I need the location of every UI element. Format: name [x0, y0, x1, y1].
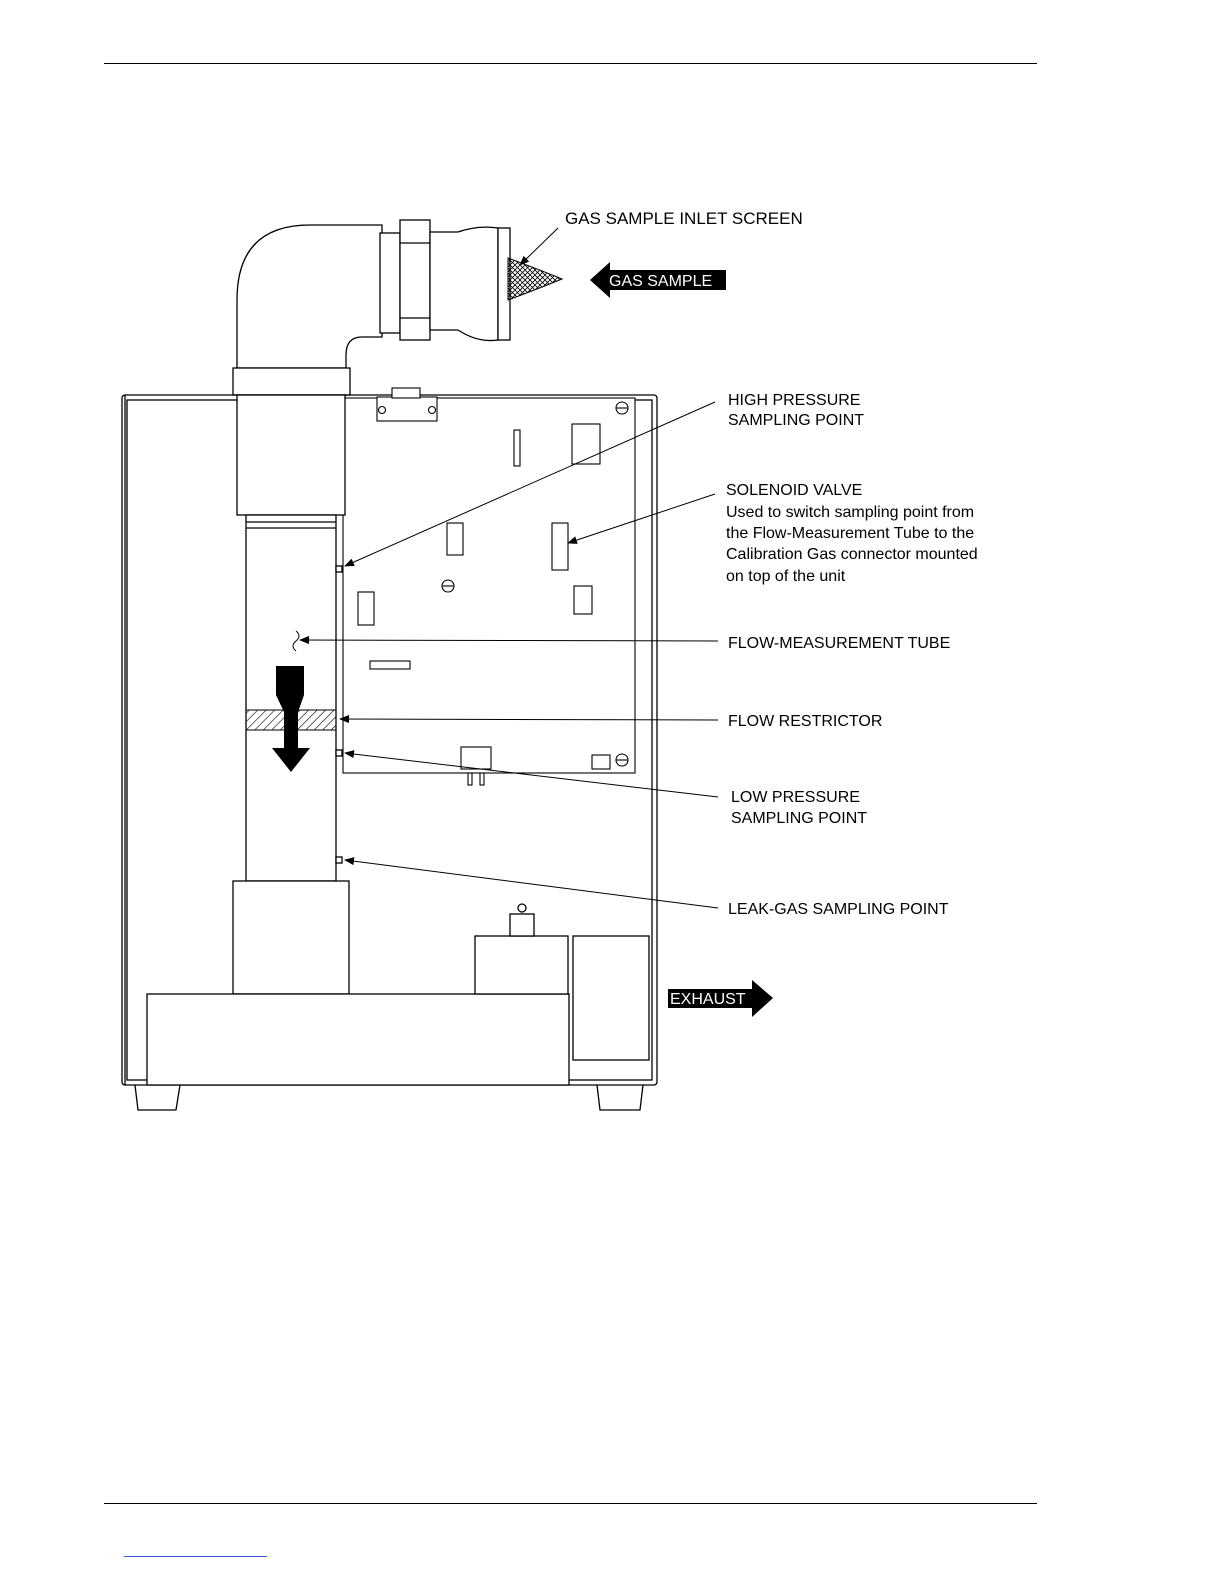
exhaust-tag: EXHAUST: [670, 991, 746, 1008]
label-leak-gas: LEAK-GAS SAMPLING POINT: [728, 901, 949, 918]
label-high-pressure-2: SAMPLING POINT: [728, 412, 864, 429]
inlet-elbow: [233, 220, 510, 395]
label-flow-tube: FLOW-MEASUREMENT TUBE: [728, 635, 950, 652]
gas-sample-tag: GAS SAMPLE: [609, 273, 712, 290]
label-solenoid-title: SOLENOID VALVE: [726, 482, 862, 499]
exhaust-arrow: EXHAUST: [668, 980, 773, 1017]
gas-sample-inlet-screen: [508, 258, 562, 300]
flow-measurement-tube: [237, 395, 345, 881]
label-low-pressure-1: LOW PRESSURE: [731, 789, 860, 806]
label-low-pressure-2: SAMPLING POINT: [731, 810, 867, 827]
label-inlet-screen: GAS SAMPLE INLET SCREEN: [565, 209, 803, 228]
circuit-board: [343, 388, 635, 785]
pump-and-base: [147, 881, 649, 1085]
label-solenoid-desc-4: on top of the unit: [726, 568, 846, 585]
gas-sample-arrow: GAS SAMPLE: [590, 262, 726, 298]
label-solenoid-desc-2: the Flow-Measurement Tube to the: [726, 525, 974, 542]
label-solenoid-desc-1: Used to switch sampling point from: [726, 504, 974, 521]
label-high-pressure-1: HIGH PRESSURE: [728, 392, 860, 409]
label-solenoid-desc-3: Calibration Gas connector mounted: [726, 546, 978, 563]
label-flow-restrictor: FLOW RESTRICTOR: [728, 713, 882, 730]
